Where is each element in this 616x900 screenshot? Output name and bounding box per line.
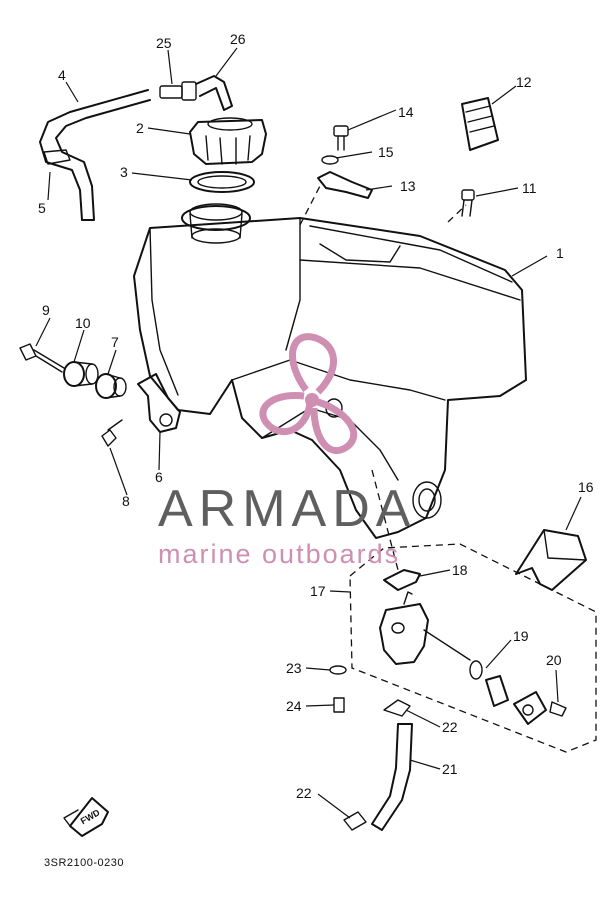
mount-dashed-line-2: [447, 204, 467, 223]
bracket-hardware: [317, 125, 373, 199]
breather-hose: [39, 89, 151, 221]
leader-lines: [35, 47, 582, 819]
emblem: [461, 97, 499, 151]
fuel-cap: [189, 117, 267, 165]
callout-20: 20: [546, 652, 562, 668]
callout-5: 5: [38, 200, 46, 216]
callout-26: 26: [230, 31, 246, 47]
fwd-arrow-icon: FWD: [63, 797, 109, 837]
fuel-cock: [379, 569, 471, 665]
fuel-hose: [329, 665, 413, 831]
callout-7: 7: [111, 334, 119, 350]
callout-9: 9: [42, 302, 50, 318]
callout-6: 6: [155, 469, 163, 485]
callout-4: 4: [58, 67, 66, 83]
callout-18: 18: [452, 562, 468, 578]
logo-hub: [305, 393, 319, 407]
mount-dashed-line: [299, 181, 323, 226]
callout-3: 3: [120, 164, 128, 180]
callout-14: 14: [398, 104, 414, 120]
callout-19: 19: [513, 628, 529, 644]
callout-8: 8: [122, 493, 130, 509]
cock-bracket: [515, 529, 587, 591]
callout-15: 15: [378, 144, 394, 160]
armada-logo: ARMADA marine outboards: [158, 333, 416, 569]
cock-lever-parts: [469, 660, 567, 725]
callout-22-lower: 22: [296, 785, 312, 801]
breather-fitting: [159, 75, 233, 111]
callout-25: 25: [156, 35, 172, 51]
callout-labels: 1 2 3 4 5 6 7 8 9 10 11 12 13 14 15 16 1…: [38, 31, 594, 801]
brand-tagline: marine outboards: [158, 539, 400, 569]
callout-11: 11: [522, 180, 537, 196]
callout-2: 2: [136, 120, 144, 136]
callout-24: 24: [286, 698, 302, 714]
callout-22-upper: 22: [442, 719, 458, 735]
callout-17: 17: [310, 583, 326, 599]
mount-dashed-line-3: [371, 469, 399, 571]
cock-assembly-boundary: [349, 543, 597, 753]
callout-12: 12: [516, 74, 532, 90]
callout-13: 13: [400, 178, 416, 194]
brand-name: ARMADA: [158, 480, 416, 538]
callout-16: 16: [578, 479, 594, 495]
cap-gasket: [189, 171, 255, 193]
callout-23: 23: [286, 660, 302, 676]
callout-21: 21: [442, 761, 458, 777]
logo-petal-right: [310, 398, 358, 454]
callout-1: 1: [556, 245, 564, 261]
front-mount-hardware: [19, 343, 181, 447]
diagram-reference-code: 3SR2100-0230: [44, 857, 124, 869]
tank-bolt: [461, 189, 475, 217]
logo-petal-left: [259, 392, 314, 436]
propeller-logo-icon: [259, 333, 358, 454]
logo-petal-top: [289, 333, 337, 395]
callout-10: 10: [75, 315, 91, 331]
